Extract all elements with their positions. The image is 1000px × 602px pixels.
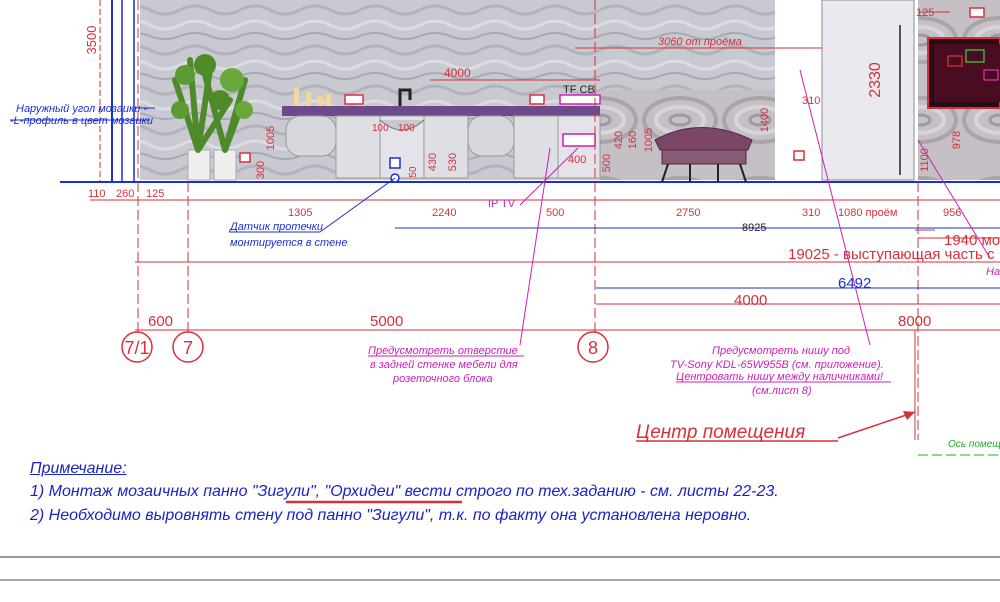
dim-text: 260 <box>116 188 134 200</box>
axis-label-7: 7 <box>183 338 193 358</box>
note-line-1: 1) Монтаж мозаичных панно "Зигули", "Орх… <box>30 483 779 501</box>
armchair-icon <box>654 127 753 183</box>
dim-text: 420 <box>613 131 625 149</box>
dim-text: 1080 проём <box>838 207 897 219</box>
dim-text: 8925 <box>742 222 766 234</box>
notes-title-text: Примечание: <box>30 460 127 477</box>
dim-text: 100 <box>398 123 415 134</box>
dim-text: 310 <box>802 95 820 107</box>
dim-text: 956 <box>943 207 961 219</box>
dim-text: 500 <box>546 207 564 219</box>
dim-text: 430 <box>427 153 439 171</box>
leader-line <box>837 411 916 439</box>
niche-note: Предусмотреть нишу под <box>712 345 850 357</box>
axis-marker-7 <box>172 331 204 363</box>
note-1-part-c: вести строго по тех.заданию - см. листы … <box>400 483 779 500</box>
plant-icon <box>171 54 253 181</box>
vanity-unit <box>282 88 601 179</box>
dim-text: 160 <box>627 131 639 149</box>
dim-text: 19025 - выступающая часть с <box>788 246 995 263</box>
dim-text: 8000 <box>898 313 931 330</box>
dim-text: 2240 <box>432 207 456 219</box>
dim-text: 310 <box>802 207 820 219</box>
dim-text: 4000 <box>444 66 471 80</box>
arrow-icon <box>903 411 915 420</box>
niche-note: TV-Sony KDL-65W955B (см. приложение). <box>670 359 884 371</box>
outer-corner-label: Наружный угол мозаики - <box>16 103 147 115</box>
dim-text: 400 <box>568 154 586 166</box>
room-axis-label: Ось помещ <box>948 439 1000 450</box>
dim-text: 6492 <box>838 275 871 292</box>
dim-text: 1005 <box>265 126 277 150</box>
dim-text: 100 <box>372 123 389 134</box>
dimension-lines <box>90 11 1000 440</box>
door-opening <box>821 0 915 181</box>
leader-line <box>519 147 579 206</box>
iptv-label: IP TV <box>488 198 516 210</box>
cut-label: На <box>986 266 1000 278</box>
axis-label-8: 8 <box>588 338 598 358</box>
notes-title: Примечание: <box>30 460 127 478</box>
dim-text: 2330 <box>867 62 884 98</box>
socket-icon <box>239 7 985 163</box>
dim-text: 1100 <box>919 148 931 172</box>
dim-text: 5000 <box>370 313 403 330</box>
leader-line <box>519 147 551 346</box>
dim-text: 3500 <box>84 26 99 55</box>
dim-text: 2750 <box>676 207 700 219</box>
leader-line <box>319 177 396 233</box>
hole-note: розеточного блока <box>392 373 493 385</box>
niche-note: (см.лист 8) <box>752 385 812 397</box>
dim-text: 600 <box>148 313 173 330</box>
dim-text: 1005 <box>643 128 655 152</box>
hole-note: в задней стенке мебели для <box>370 359 518 371</box>
room-center-label: Центр помещения <box>636 422 805 443</box>
dim-text: 3060 от проёма <box>658 36 742 48</box>
tv-panel <box>927 37 1000 109</box>
leader-line <box>917 139 991 259</box>
outer-corner-label: -L-профиль в цвет мозаики <box>10 115 153 127</box>
leak-sensor-label: монтируется в стене <box>230 237 347 249</box>
dim-text: 1305 <box>288 207 312 219</box>
leak-sensor-label: Датчик протечки <box>228 221 323 233</box>
dim-text: 110 <box>88 188 106 200</box>
note-1-part-a: 1) Монтаж мозаичных панно <box>30 483 252 500</box>
tf-cb-label: TF CB <box>563 84 595 96</box>
dim-text: 300 <box>255 161 267 179</box>
dim-text: 1940 мо <box>944 232 1000 249</box>
note-1-part-b: "Зигули", "Орхидеи" <box>251 483 401 500</box>
dim-text: 978 <box>951 131 963 149</box>
axis-label-7-1: 7/1 <box>124 338 149 358</box>
dim-text: 1400 <box>759 108 771 132</box>
dim-text: 500 <box>601 154 613 172</box>
dim-text: 125 <box>916 7 934 19</box>
dim-text: 125 <box>146 188 164 200</box>
note-line-2: 2) Необходимо выровнять стену под панно … <box>30 507 752 524</box>
dim-text: 530 <box>447 153 459 171</box>
hole-note: Предусмотреть отверстие <box>368 345 518 357</box>
axis-marker-8 <box>577 331 609 363</box>
dim-text: 4000 <box>734 292 767 309</box>
axis-marker-7-1 <box>121 331 153 363</box>
niche-note: Центровать нишу между наличниками! <box>676 371 883 383</box>
dim-text: 50 <box>408 166 419 178</box>
leader-line <box>799 69 871 346</box>
